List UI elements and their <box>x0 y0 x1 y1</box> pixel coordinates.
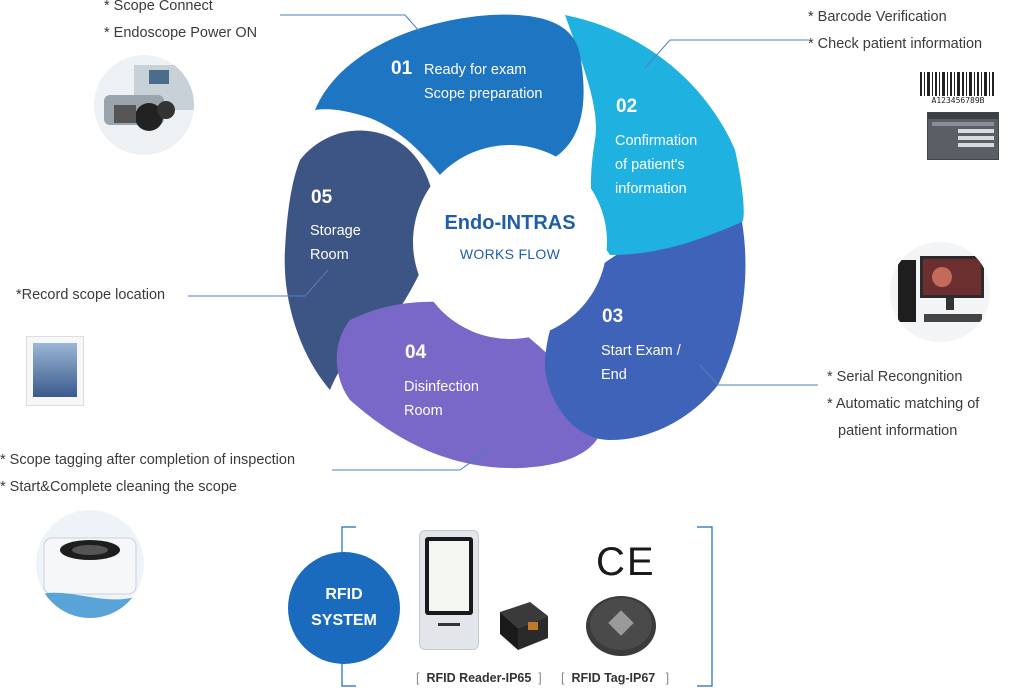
rfid-reader-image <box>419 530 479 650</box>
connector-04 <box>332 449 489 471</box>
barcode-number: A123456789B <box>931 96 985 105</box>
workstation-image <box>890 242 990 342</box>
washer-disinfector-image <box>36 510 144 618</box>
rfid-antenna-image <box>500 602 548 650</box>
patient-info-form-image <box>927 112 999 160</box>
petal-02-confirmation <box>565 15 744 255</box>
step-02-number: 02 <box>616 96 638 117</box>
petal-04-disinfection <box>336 301 603 469</box>
step-03-label: Start Exam /End <box>601 343 681 383</box>
note-03: * Serial Recongnition* Automatic matchin… <box>827 369 980 439</box>
petal-01-ready <box>315 14 584 175</box>
step-01-number: 01 <box>391 58 413 79</box>
step-03-number: 03 <box>602 306 624 327</box>
storage-cabinet-image <box>26 336 84 406</box>
center-title: Endo-INTRAS <box>444 212 576 234</box>
note-05: *Record scope location <box>16 287 166 303</box>
center-subtitle: WORKS FLOW <box>459 246 561 262</box>
bracket-right <box>697 526 713 687</box>
step-05-number: 05 <box>311 187 333 208</box>
note-01: * Scope Connect* Endoscope Power ON <box>104 0 258 41</box>
ce-mark: CE <box>596 540 656 584</box>
endoscope-processor-image <box>94 55 194 155</box>
connector-03 <box>699 364 818 386</box>
barcode-icon <box>920 72 994 96</box>
note-02: * Barcode Verification* Check patient in… <box>808 9 983 52</box>
rfid-tag-image <box>586 596 656 656</box>
center-circle <box>413 145 607 339</box>
rfid-tag-label: [ RFID Tag-IP67 ] <box>561 671 670 685</box>
petal-05-storage <box>284 130 435 391</box>
step-04-number: 04 <box>405 342 427 363</box>
note-04: * Scope tagging after completion of insp… <box>0 452 296 495</box>
connector-05 <box>188 269 329 297</box>
rfid-reader-label: [ RFID Reader-IP65 ] <box>416 671 542 685</box>
connector-02 <box>644 39 808 69</box>
connector-01 <box>280 14 421 33</box>
